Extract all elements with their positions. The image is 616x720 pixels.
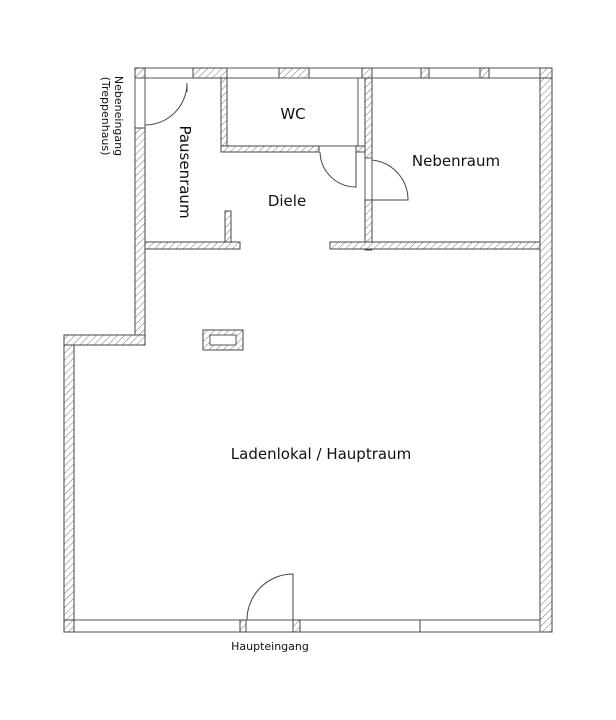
nebenraum-door[interactable] <box>371 159 409 201</box>
room-label-nebenraum: Nebenraum <box>412 152 500 170</box>
wc-walls <box>220 77 366 153</box>
bottom-wall <box>63 619 541 633</box>
partition-wall <box>364 77 373 251</box>
main-entrance-door[interactable] <box>246 573 294 621</box>
left-wall <box>63 77 146 633</box>
wc-door[interactable] <box>319 151 357 188</box>
side-entrance-label: Nebeneingang <box>112 76 125 156</box>
chimney <box>202 329 244 351</box>
side-entrance-sublabel: (Treppenhaus) <box>99 77 112 156</box>
room-label-pausenraum: Pausenraum <box>176 125 194 218</box>
room-label-hauptraum: Ladenlokal / Hauptraum <box>231 445 411 463</box>
main-entrance-label: Haupteingang <box>231 640 309 653</box>
interior-walls <box>144 210 541 250</box>
top-wall <box>134 67 553 79</box>
right-wall <box>539 77 553 633</box>
side-entrance-door[interactable] <box>144 82 188 126</box>
room-label-wc: WC <box>280 105 305 123</box>
room-label-diele: Diele <box>268 192 306 210</box>
